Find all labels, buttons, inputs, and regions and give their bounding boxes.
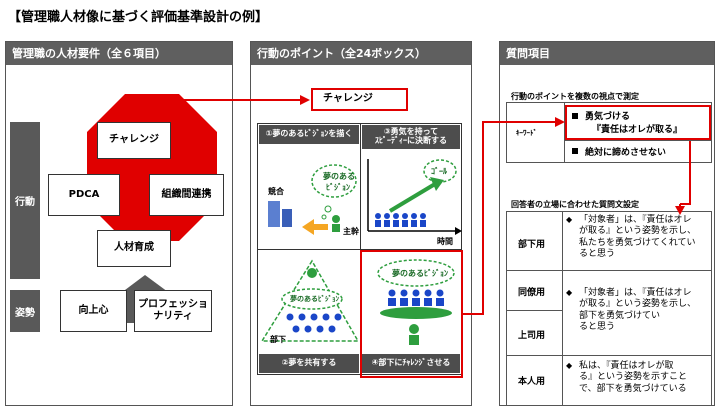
q3-line1: 私は、『責任はオレが取 — [579, 361, 674, 371]
label-dream-2: ﾋﾞｼﾞｮﾝ — [326, 183, 350, 192]
keyword-1: 勇気づける — [585, 112, 631, 122]
arrow-left — [302, 219, 314, 235]
req-organization: 組織間連携 — [149, 174, 224, 216]
subordinate-group — [286, 313, 342, 333]
q1-line1: 「対象者」は、『責任はオレ — [579, 215, 692, 225]
q2-line2: が取る』という姿勢を示し、 — [579, 299, 697, 310]
keyword-2: 『責任はオレが取る』 — [592, 125, 683, 135]
label-dream-1: 夢のある — [323, 172, 355, 181]
req-professionality-line1: プロフェッショ — [138, 298, 208, 310]
question-col-divider — [562, 211, 563, 406]
keyword-label: ｷｰﾜｰﾄﾞ — [516, 129, 537, 137]
question-row-divider-3 — [506, 355, 712, 356]
arrow-head-2 — [555, 117, 565, 127]
role-self: 本人用 — [518, 377, 546, 387]
arrow-head-1 — [300, 95, 310, 105]
q2-bullet: ◆ — [566, 288, 573, 297]
req-ambition: 向上心 — [60, 290, 127, 332]
keyword-divider — [564, 102, 565, 163]
section1-title: 行動のポイントを複数の視点で測定 — [511, 92, 639, 101]
req-development: 人材育成 — [97, 230, 171, 267]
points-header: 行動のポイント（全24ボックス） — [251, 42, 471, 65]
vision-bubble-1 — [311, 164, 357, 198]
question-table — [506, 211, 712, 406]
q1-line3: 私たちを勇気づけてくれてい — [579, 237, 696, 248]
grid-h-divider — [257, 249, 462, 250]
team-row — [375, 213, 426, 227]
q3-line3: で、部下を勇気づけている — [579, 383, 687, 394]
label-dream-vision-4: 夢のあるﾋﾞｼﾞｮﾝ — [392, 269, 448, 278]
page-title: 【管理職人材像に基づく評価基準設計の例】 — [8, 10, 269, 25]
q1-bullet: ◆ — [566, 215, 573, 224]
q2-line3: 部下を勇気づけてい — [579, 310, 661, 321]
growth-arrow — [388, 182, 437, 213]
question-self: 私は、『責任はオレが取 る』という姿勢を示すこと で、部下を勇気づけている — [579, 361, 687, 395]
lead-person-head — [332, 215, 340, 223]
support-base — [380, 307, 452, 319]
label-goal: ｺﾞｰﾙ — [431, 167, 447, 176]
label-subordinate: 部下 — [270, 335, 286, 344]
cell1-title: ①夢のあるﾋﾞｼﾞｮﾝを描く — [259, 125, 359, 144]
question-row-divider-1 — [506, 270, 712, 271]
q1-line4: ると思う — [579, 248, 616, 259]
role-subordinate: 部下用 — [518, 240, 546, 250]
competitor-building — [268, 201, 280, 227]
cell3-title: ③勇気を持って ｽﾋﾟｰﾃﾞｨｰに決断する — [362, 125, 460, 149]
q3-line2: る』という姿勢を示すこと — [579, 372, 688, 383]
label-competition: 競合 — [268, 187, 284, 196]
cell3-title-line1: ③勇気を持って — [383, 127, 439, 137]
vision-bubble-3 — [377, 259, 455, 287]
keyword-highlight — [565, 105, 711, 140]
q1-line2: が取る』という姿勢を示し、 — [579, 226, 697, 237]
cell4-title: ④部下にﾁｬﾚﾝｼﾞさせる — [362, 354, 460, 373]
cell4-highlight — [360, 250, 463, 378]
label-time: 時間 — [437, 237, 453, 246]
requirements-header: 管理職の人材要件（全６項目） — [6, 42, 232, 65]
question-row-divider-2 — [506, 310, 562, 311]
points-illustrations — [260, 159, 462, 345]
req-professionality-line2: ナリティ — [153, 311, 193, 322]
bullet-square-1 — [572, 113, 578, 119]
req-professionality: プロフェッショ ナリティ — [134, 290, 212, 332]
req-challenge: チャレンジ — [97, 122, 171, 159]
vision-bubble-2 — [281, 288, 343, 310]
keyword-row-divider — [564, 140, 712, 141]
behavior-label: 行動 — [10, 122, 40, 279]
cell3-title-line2: ｽﾋﾟｰﾃﾞｨｰに決断する — [375, 136, 447, 145]
challenge-team — [388, 289, 444, 306]
question-peer-superior: 「対象者」は、『責任はオレ が取る』という姿勢を示し、 部下を勇気づけてい ると… — [579, 288, 696, 333]
challenge-box: チャレンジ — [311, 88, 408, 111]
q2-line4: ると思う — [579, 321, 616, 332]
arrow-cell4-to-keywords — [463, 121, 555, 315]
bullet-square-2 — [572, 148, 578, 154]
attitude-label: 姿勢 — [10, 290, 40, 332]
leader-head — [409, 324, 419, 334]
cell2-title: ②夢を共有する — [259, 354, 359, 373]
section2-title: 回答者の立場に合わせた質問文設定 — [511, 200, 639, 209]
label-lead: 主幹 — [343, 227, 359, 236]
questions-header: 質問項目 — [500, 42, 714, 65]
role-superior: 上司用 — [518, 331, 546, 341]
question-subordinate: 「対象者」は、『責任はオレ が取る』という姿勢を示し、 私たちを勇気づけてくれて… — [579, 215, 696, 260]
keyword-table — [506, 102, 712, 163]
arrow-keywords-to-questions — [680, 141, 691, 205]
arrow-head-3 — [675, 206, 685, 215]
label-dream-vision-2: 夢のあるﾋﾞｼﾞｮﾝ — [290, 295, 339, 303]
q3-bullet: ◆ — [566, 361, 573, 370]
role-peer: 同僚用 — [518, 288, 546, 298]
q2-line1: 「対象者」は、『責任はオレ — [579, 288, 692, 298]
req-pdca: PDCA — [48, 174, 120, 216]
arrow-challenge-to-points — [133, 99, 300, 122]
keyword-3: 絶対に諦めさせない — [585, 148, 667, 158]
